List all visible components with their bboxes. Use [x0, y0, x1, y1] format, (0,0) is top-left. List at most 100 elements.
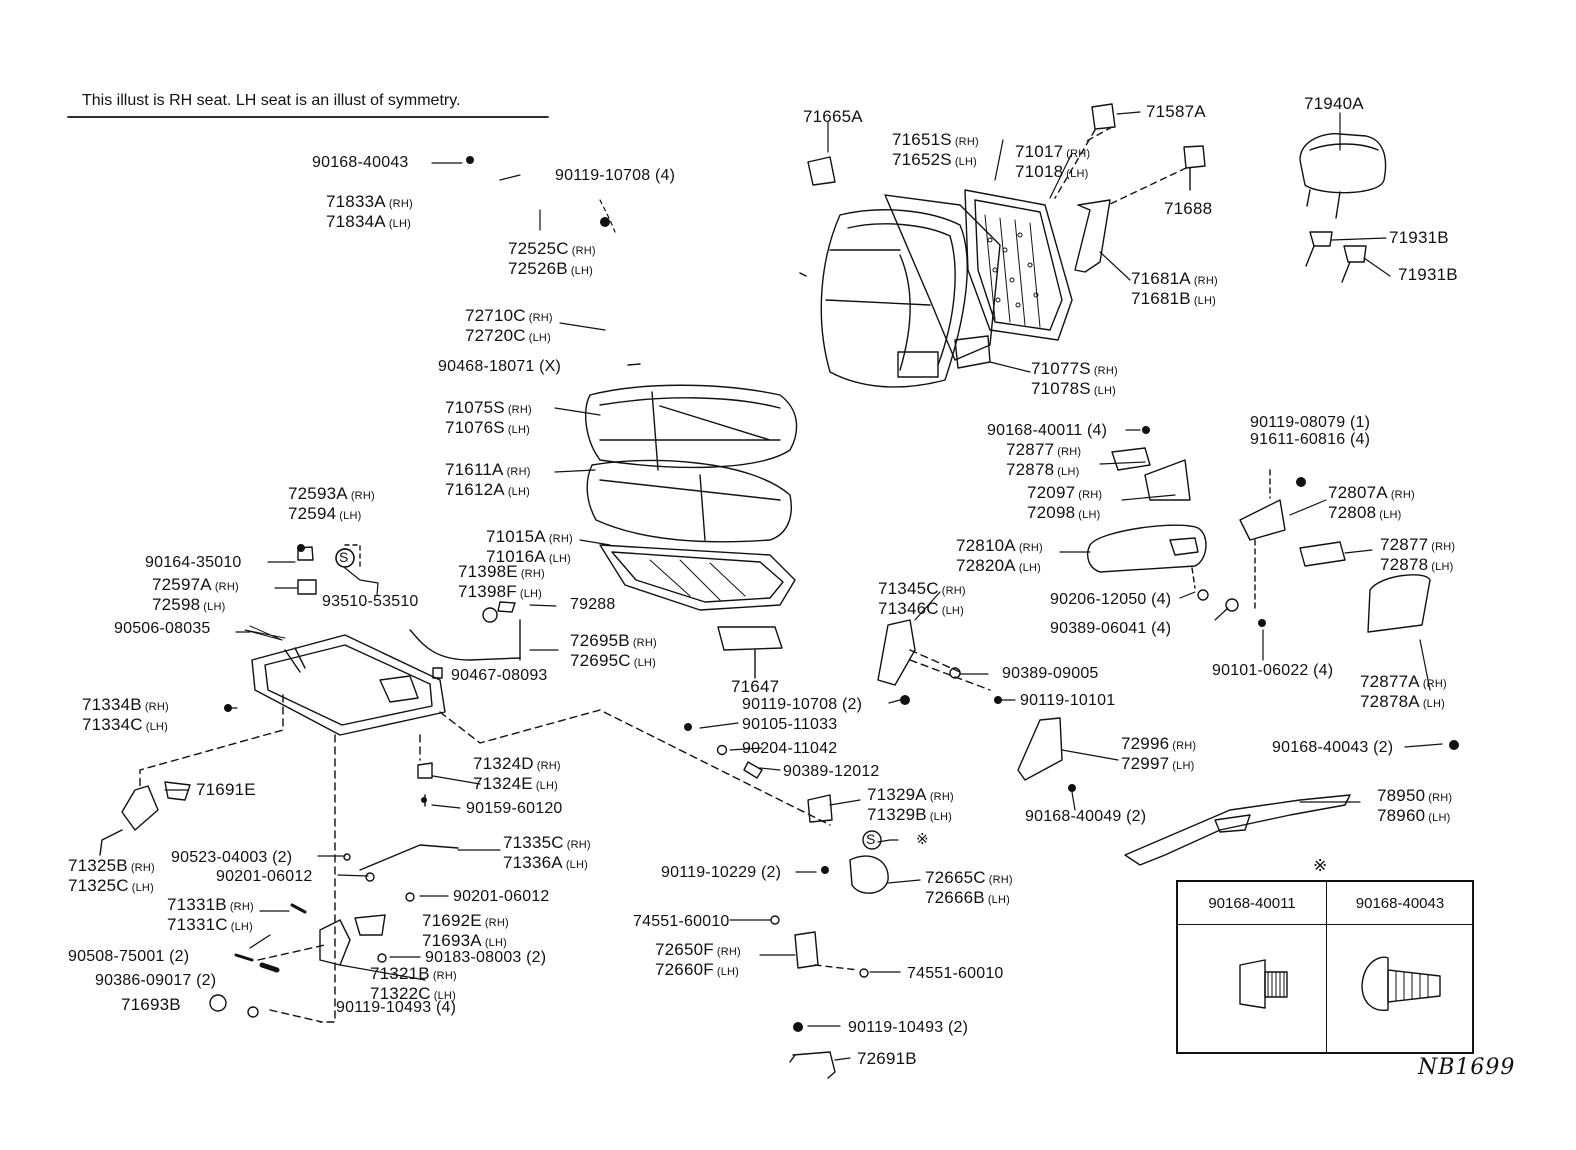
part-number: 72526B(LH) [508, 259, 594, 278]
part-number: 71940A [1304, 94, 1364, 113]
part-number: 71015A(RH) [486, 527, 573, 546]
side-suffix: (LH) [1018, 562, 1042, 574]
part-label: 72996(RH)72997(LH) [1121, 735, 1196, 775]
part-number: 72660F(LH) [655, 960, 740, 979]
part-number: 90386-09017 (2) [95, 972, 217, 989]
part-number: 71076S(LH) [445, 418, 531, 437]
part-label: 72710C(RH)72720C(LH) [465, 307, 553, 347]
washer-drawings [343, 589, 1239, 978]
part-number: 79288 [570, 596, 616, 613]
part-number: 71329A(RH) [867, 785, 954, 804]
part-number: 71651S(RH) [892, 130, 979, 149]
bolt-icon [1239, 959, 1288, 1009]
side-suffix: (LH) [633, 657, 656, 669]
part-number: 90389-06041 (4) [1050, 620, 1172, 637]
part-number: 90119-10493 (2) [848, 1019, 969, 1036]
part-number: 71612A(LH) [445, 480, 531, 499]
part-label: 90389-09005 [1002, 665, 1099, 682]
side-suffix: (LH) [519, 588, 543, 600]
side-suffix: (LH) [1078, 509, 1101, 521]
part-number: 71688 [1164, 199, 1213, 218]
part-number: 72807A(RH) [1328, 483, 1415, 502]
side-suffix: (RH) [571, 245, 596, 257]
part-label: 90201-06012 [453, 888, 550, 905]
part-number: 72666B(LH) [925, 888, 1011, 907]
part-number: 72878(LH) [1006, 460, 1080, 479]
part-number: 72695C(LH) [570, 651, 656, 670]
part-label: 72665C(RH)72666B(LH) [925, 869, 1013, 909]
part-number: 72695B(RH) [570, 631, 657, 650]
part-label: 90119-10229 (2) [661, 864, 781, 881]
side-suffix: (LH) [929, 811, 953, 823]
side-suffix: (LH) [1057, 466, 1080, 478]
part-number: 71078S(LH) [1031, 379, 1117, 398]
part-label: 71931B [1398, 266, 1458, 283]
side-suffix: (RH) [144, 701, 169, 713]
side-suffix: (LH) [548, 553, 572, 565]
part-label: 71688 [1164, 200, 1212, 217]
part-label: 71015A(RH)71016A(LH) [486, 528, 573, 568]
part-number: 90119-10708 (4) [555, 167, 676, 184]
s-symbol: S [866, 831, 876, 847]
part-label: 90201-06012 [216, 868, 313, 885]
side-suffix: (LH) [1379, 509, 1402, 521]
side-suffix: (LH) [484, 937, 508, 949]
side-suffix: (RH) [528, 312, 553, 324]
part-number: 90389-12012 [783, 763, 880, 780]
part-label: 90468-18071 (X) [438, 358, 561, 375]
part-label: 72597A(RH)72598(LH) [152, 576, 239, 616]
legend-divider [1178, 924, 1472, 925]
legend-icons [1239, 956, 1441, 1012]
part-number: 71016A(LH) [486, 547, 572, 566]
part-label: 90389-12012 [783, 763, 880, 780]
part-number: 90164-35010 [145, 554, 242, 571]
side-suffix: (LH) [954, 156, 978, 168]
part-label: 71334B(RH)71334C(LH) [82, 696, 169, 736]
part-label: 90101-06022 (4) [1212, 662, 1333, 679]
side-suffix: (LH) [528, 332, 551, 344]
side-suffix: (RH) [388, 198, 413, 210]
part-label: 71940A [1304, 95, 1364, 112]
legend-divider [1326, 882, 1327, 1052]
fastener-legend-table: 90168-40011 90168-40043 [1176, 880, 1474, 1054]
part-label: 90168-40043 [312, 154, 409, 171]
part-number: 71017(RH) [1015, 142, 1091, 161]
part-number: 71681A(RH) [1131, 269, 1218, 288]
diagram-note: This illust is RH seat. LH seat is an il… [82, 92, 461, 109]
part-label: 71691E [196, 781, 256, 798]
part-number: 71331C(LH) [167, 915, 253, 934]
part-label: 90119-10493 (4) [336, 999, 456, 1016]
part-label: 71331B(RH)71331C(LH) [167, 896, 254, 936]
part-number: 72097(RH) [1027, 483, 1103, 502]
part-label: 90119-10493 (2) [848, 1019, 968, 1036]
part-label: 72807A(RH)72808(LH) [1328, 484, 1415, 524]
part-number: 72878(LH) [1380, 555, 1454, 574]
part-number: 71329B(LH) [867, 805, 953, 824]
side-suffix: (LH) [1172, 760, 1195, 772]
part-number: 90168-40011 (4) [987, 422, 1108, 439]
part-label: 90523-04003 (2) [171, 849, 292, 866]
armrest-hardware-drawing [789, 447, 1431, 1079]
part-label: 93510-53510 [322, 593, 419, 610]
part-number: 72098(LH) [1027, 503, 1101, 522]
part-number: 71691E [196, 780, 256, 799]
side-suffix: (LH) [230, 921, 253, 933]
side-suffix: (RH) [130, 862, 155, 874]
side-suffix: (LH) [1431, 561, 1454, 573]
part-label: 72593A(RH)72594(LH) [288, 485, 375, 525]
part-number: 90467-08093 [451, 667, 548, 684]
part-number: 72808(LH) [1328, 503, 1402, 522]
leader-lines [164, 111, 1443, 1061]
part-number: 90508-75001 (2) [68, 948, 190, 965]
side-suffix: (LH) [987, 894, 1011, 906]
part-label: 74551-60010 [907, 965, 1004, 982]
part-number: 90523-04003 (2) [171, 849, 293, 866]
part-number: 72810A(RH) [956, 536, 1043, 555]
part-number: 71325B(RH) [68, 856, 155, 875]
part-number: 90101-06022 (4) [1212, 662, 1334, 679]
part-number: 72710C(RH) [465, 306, 553, 325]
part-label: 71075S(RH)71076S(LH) [445, 399, 532, 439]
side-suffix: (RH) [988, 874, 1013, 886]
part-label: 71329A(RH)71329B(LH) [867, 786, 954, 826]
side-suffix: (RH) [548, 533, 573, 545]
